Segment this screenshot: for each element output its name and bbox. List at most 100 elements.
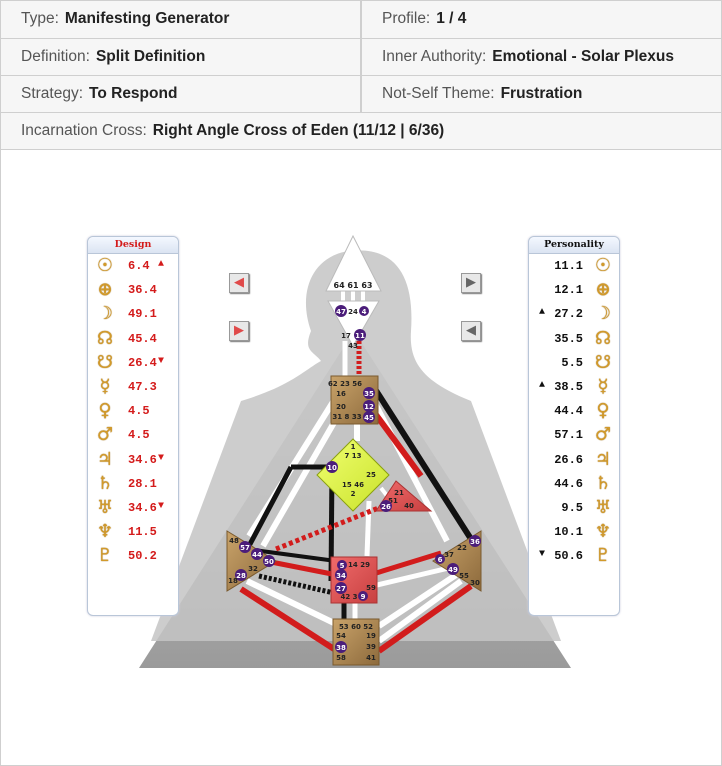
- svg-text:25: 25: [366, 471, 376, 479]
- sun-icon: ☉: [96, 255, 114, 276]
- north-node-icon: ☊: [595, 327, 611, 349]
- design-gate-line-value: 28.1: [128, 476, 157, 491]
- strategy-value: To Respond: [89, 84, 178, 102]
- svg-text:19: 19: [366, 632, 376, 640]
- svg-text:42 3: 42 3: [340, 593, 357, 601]
- venus-icon: ♀: [596, 400, 610, 422]
- personality-title: Personality: [529, 237, 619, 254]
- definition-label: Definition:: [21, 47, 90, 65]
- design-gate-line-value: 45.4: [128, 331, 157, 346]
- svg-text:41: 41: [366, 654, 376, 662]
- design-prev-button[interactable]: ◀: [229, 273, 249, 293]
- personality-row[interactable]: ♆ 10.1: [529, 520, 619, 544]
- authority-cell: Inner Authority:Emotional - Solar Plexus: [361, 38, 721, 76]
- profile-value: 1 / 4: [436, 10, 467, 28]
- design-row[interactable]: ☉6.4▲: [88, 254, 178, 278]
- personality-row[interactable]: ⊕ 12.1: [529, 278, 619, 302]
- design-row[interactable]: ♅34.6▼: [88, 496, 178, 520]
- design-row[interactable]: ☿47.3: [88, 375, 178, 399]
- design-row[interactable]: ♃34.6▼: [88, 448, 178, 472]
- svg-text:40: 40: [404, 502, 414, 510]
- strategy-cell: Strategy:To Respond: [1, 75, 362, 113]
- design-gate-line-value: 34.6: [128, 500, 157, 515]
- personality-row[interactable]: ☉11.1: [529, 254, 619, 278]
- design-rows: ☉6.4▲⊕36.4☽49.1☊ 45.4 ☋26.4▼☿47.3♀4.5♂4.5♃…: [88, 254, 178, 568]
- personality-row[interactable]: ☊ 35.5: [529, 327, 619, 351]
- design-row[interactable]: ♆11.5: [88, 520, 178, 544]
- mars-icon: ♂: [96, 424, 114, 446]
- cross-value: Right Angle Cross of Eden (11/12 | 6/36): [152, 121, 445, 139]
- personality-gate-line-value: 5.5: [561, 355, 583, 370]
- design-next-button[interactable]: ▶: [229, 321, 249, 341]
- profile-label: Profile:: [382, 10, 431, 28]
- svg-text:39: 39: [366, 643, 376, 651]
- personality-row[interactable]: ☽27.2▲: [529, 302, 619, 326]
- personality-gate-line-value: 26.6: [554, 452, 583, 467]
- svg-text:44: 44: [252, 551, 262, 559]
- personality-next-button[interactable]: ▶: [461, 273, 481, 293]
- head-center: [325, 234, 382, 292]
- pluto-icon: ♇: [96, 545, 114, 567]
- type-label: Type:: [21, 10, 59, 28]
- svg-text:53 60 52: 53 60 52: [339, 623, 373, 631]
- svg-text:26: 26: [381, 503, 391, 511]
- svg-text:24: 24: [348, 308, 358, 316]
- north-node-icon: ☊: [97, 327, 113, 349]
- personality-row[interactable]: ♂ 57.1: [529, 423, 619, 447]
- type-cell: Type:Manifesting Generator: [1, 1, 362, 39]
- personality-row[interactable]: ♄44.6: [529, 472, 619, 496]
- neptune-icon: ♆: [594, 521, 612, 543]
- personality-row[interactable]: ♃26.6: [529, 448, 619, 472]
- design-row[interactable]: ⊕36.4: [88, 278, 178, 302]
- personality-gate-line-value: 35.5: [554, 331, 583, 346]
- personality-row[interactable]: ♅9.5: [529, 496, 619, 520]
- personality-gate-line-value: 57.1: [554, 428, 583, 443]
- personality-gate-line-value: 10.1: [554, 525, 583, 540]
- svg-text:45: 45: [364, 414, 374, 422]
- design-row[interactable]: ☊ 45.4: [88, 327, 178, 351]
- personality-gate-line-value: 12.1: [554, 283, 583, 298]
- svg-text:47: 47: [336, 308, 346, 316]
- design-gate-line-value: 34.6: [128, 452, 157, 467]
- earth-icon: ⊕: [595, 279, 611, 301]
- personality-direction-arrow: ▲: [539, 379, 546, 391]
- design-row[interactable]: ♇ 50.2: [88, 544, 178, 568]
- personality-row[interactable]: ♇50.6▼: [529, 544, 619, 568]
- svg-text:20: 20: [336, 403, 346, 411]
- design-row[interactable]: ♂4.5: [88, 423, 178, 447]
- svg-text:54: 54: [336, 632, 346, 640]
- svg-text:21: 21: [394, 489, 404, 497]
- personality-row[interactable]: ☋ 5.5: [529, 351, 619, 375]
- mars-icon: ♂: [594, 424, 612, 446]
- notself-cell: Not-Self Theme:Frustration: [361, 75, 721, 113]
- personality-prev-button[interactable]: ◀: [461, 321, 481, 341]
- design-row[interactable]: ☋26.4▼: [88, 351, 178, 375]
- pluto-icon: ♇: [594, 545, 612, 567]
- personality-row[interactable]: ♀44.4: [529, 399, 619, 423]
- earth-icon: ⊕: [97, 279, 113, 301]
- svg-text:59: 59: [366, 584, 376, 592]
- personality-gate-line-value: 50.6: [554, 549, 583, 564]
- authority-value: Emotional - Solar Plexus: [492, 47, 675, 65]
- svg-text:30: 30: [470, 579, 480, 587]
- design-row[interactable]: ♀4.5: [88, 399, 178, 423]
- cross-cell: Incarnation Cross:Right Angle Cross of E…: [1, 112, 721, 150]
- design-row[interactable]: ♄ 28.1: [88, 472, 178, 496]
- design-panel: Design ☉6.4▲⊕36.4☽49.1☊45.4☋26.4▼☿47.3♀4…: [87, 236, 179, 616]
- saturn-icon: ♄: [96, 472, 114, 494]
- svg-text:51: 51: [388, 497, 398, 505]
- svg-text:1: 1: [351, 443, 356, 451]
- moon-icon: ☽: [96, 303, 114, 325]
- personality-gate-line-value: 9.5: [561, 500, 583, 515]
- design-row[interactable]: ☽49.1: [88, 302, 178, 326]
- jupiter-icon: ♃: [96, 448, 114, 470]
- design-gate-line-value: 50.2: [128, 549, 157, 564]
- south-node-icon: ☋: [595, 351, 611, 373]
- personality-panel: Personality ☉11.1⊕12.1☽27.2▲☊35.5☋5.5☿38…: [528, 236, 620, 616]
- personality-row[interactable]: ☿38.5▲: [529, 375, 619, 399]
- svg-text:35: 35: [364, 390, 374, 398]
- root-center: [332, 618, 380, 666]
- svg-text:15 46: 15 46: [342, 481, 364, 489]
- personality-gate-line-value: 38.5: [554, 379, 583, 394]
